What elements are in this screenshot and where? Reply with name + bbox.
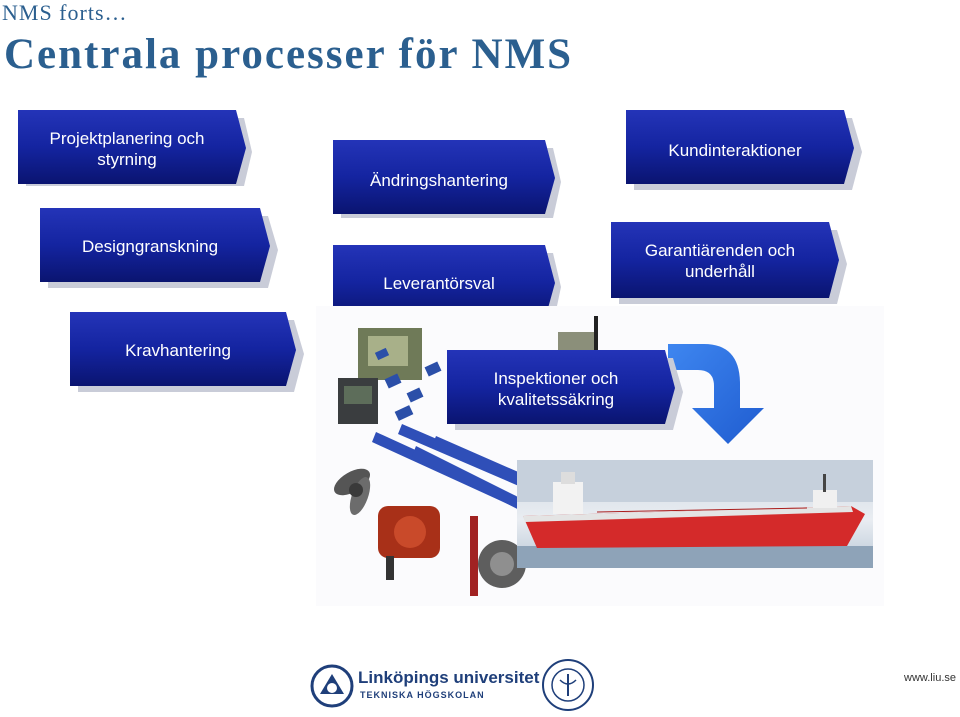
site-url[interactable]: www.liu.se	[904, 672, 956, 684]
liu-subtitle: TEKNISKA HÖGSKOLAN	[360, 690, 485, 700]
process-label: Leverantörsval	[383, 274, 495, 293]
process-andringshantering: Ändringshantering	[333, 140, 561, 220]
process-label: styrning	[97, 150, 157, 169]
liu-emblem-icon	[310, 664, 354, 708]
process-kundinteraktioner: Kundinteraktioner	[626, 110, 862, 192]
process-label: Designgranskning	[81, 237, 219, 256]
process-label: kvalitetssäkring	[497, 390, 615, 409]
process-label: Inspektioner och	[493, 369, 619, 388]
hhs-seal-icon	[542, 659, 594, 711]
process-inspektioner: Inspektioner och kvalitetssäkring	[447, 350, 683, 432]
tanker-ship-photo	[517, 460, 873, 568]
slide-kicker: NMS forts…	[2, 0, 128, 25]
liu-logo: Linköpings universitet TEKNISKA HÖGSKOLA…	[310, 664, 539, 708]
process-label: Ändringshantering	[370, 171, 508, 190]
curved-down-arrow-icon	[668, 344, 764, 444]
process-label: underhåll	[685, 262, 755, 281]
liu-name: Linköpings universitet	[358, 668, 540, 687]
process-designgranskning: Designgranskning	[40, 208, 278, 290]
process-projektplanering: Projektplanering och styrning	[18, 110, 252, 190]
process-label: Kundinteraktioner	[668, 141, 802, 160]
process-label: Kravhantering	[125, 341, 231, 360]
process-label: Projektplanering och	[49, 129, 205, 148]
slide-title: Centrala processer för NMS	[4, 31, 574, 78]
hhs-seal-logo	[540, 658, 596, 712]
process-garantiarenden: Garantiärenden och underhåll	[611, 222, 847, 306]
process-kravhantering: Kravhantering	[70, 312, 304, 394]
process-label: Garantiärenden och	[644, 241, 796, 260]
